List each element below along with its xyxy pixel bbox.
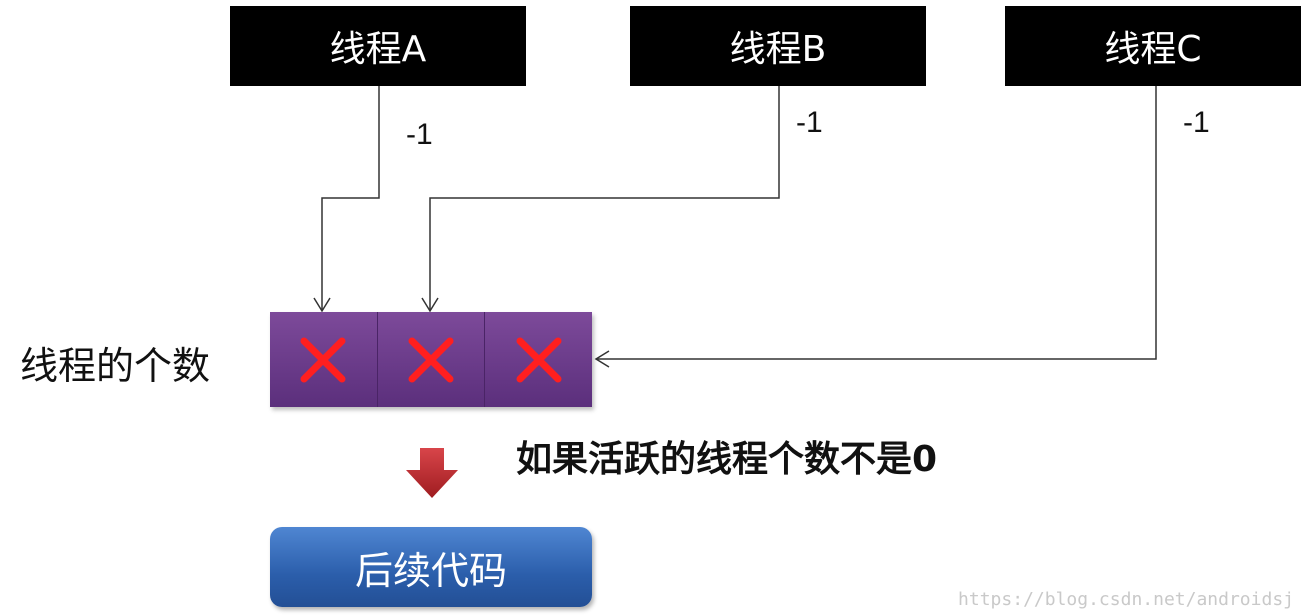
counter-cell-1 [270, 312, 378, 407]
counter-cell-3 [485, 312, 593, 407]
next-code-block: 后续代码 [270, 527, 592, 607]
watermark: https://blog.csdn.net/androidsj [958, 589, 1294, 610]
thread-counter [270, 312, 593, 407]
thread-c-decrement: -1 [1183, 106, 1210, 139]
thread-b-decrement: -1 [796, 106, 823, 139]
counter-cell-2 [377, 312, 486, 407]
arrowhead-b [421, 297, 439, 313]
down-arrow-icon [406, 448, 458, 498]
connector-c [597, 86, 1157, 360]
next-code-label: 后续代码 [354, 548, 507, 593]
condition-text: 如果活跃的线程个数不是0 [516, 439, 938, 480]
arrowhead-a [313, 297, 331, 313]
cross-icon [516, 337, 562, 382]
thread-count-label: 线程的个数 [20, 344, 211, 388]
thread-a-label: 线程A [329, 29, 427, 70]
cross-icon [300, 337, 346, 382]
thread-a-decrement: -1 [406, 118, 433, 151]
thread-c-box: 线程C [1005, 6, 1301, 86]
thread-b-label: 线程B [729, 29, 827, 70]
thread-c-label: 线程C [1104, 29, 1202, 70]
connector-b [429, 86, 780, 310]
arrowhead-c [594, 350, 610, 368]
thread-b-box: 线程B [630, 6, 926, 86]
thread-a-box: 线程A [230, 6, 526, 86]
cross-icon [408, 337, 454, 382]
connector-a [321, 86, 380, 310]
